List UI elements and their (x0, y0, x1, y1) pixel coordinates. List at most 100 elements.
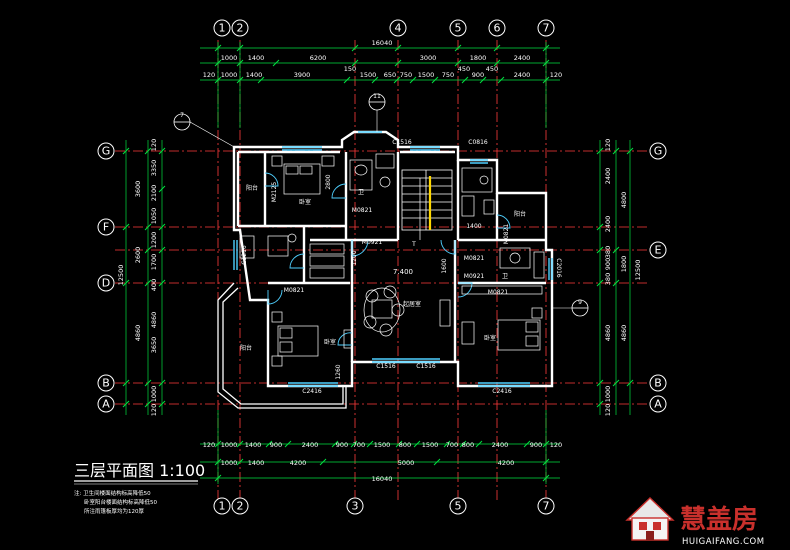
dim-label: 1260 (335, 364, 342, 379)
axis-label-right-A: A (654, 398, 662, 411)
door-label: M0921 (464, 273, 485, 280)
dim-top-r2: 1000 (221, 71, 238, 79)
dim-top-r2: 1500 (360, 71, 377, 79)
dim-left-inner: 2100 (150, 185, 158, 202)
dim-right-inner: 1000 (604, 386, 612, 403)
room-label-balcony-left: 阳台 (240, 344, 252, 352)
dim-top-r1: 1000 (221, 54, 238, 62)
room-label-bath-left: 卫 (358, 189, 364, 196)
room-labels: 卧室 卧室 卧室 起居室 卫 卫 阳台 阳台 阳台 (240, 184, 526, 352)
window-label: C1516 (416, 363, 436, 370)
door-label: M0821 (464, 255, 485, 262)
dim-left-inner: 3650 (150, 337, 158, 354)
dim-left-inner: 1000 (150, 386, 158, 403)
dim-bottom-r1: 1500 (422, 441, 439, 449)
dim-right-inner: 900 (604, 258, 612, 270)
door-label: M0821 (284, 287, 305, 294)
dim-bottom-r1: 800 (399, 441, 411, 449)
dim-bottom-r1: 700 (353, 441, 365, 449)
exterior-walls (232, 130, 554, 388)
axis-label-right-B: B (654, 377, 662, 390)
dim-bottom-r1: 2400 (302, 441, 319, 449)
dim-left-inner: 1700 (150, 254, 158, 271)
dim-top-r1: 6200 (310, 54, 327, 62)
dim-right-inner: 1800 (620, 256, 628, 273)
dim-left-inner: 400 (150, 279, 158, 291)
callout-11-label: 11 (373, 93, 381, 100)
dim-bottom-r1: 1500 (374, 441, 391, 449)
dim-right-inner: 380 (604, 246, 612, 258)
room-label-bath-right: 卫 (502, 273, 508, 280)
dim-left-inner: 3350 (150, 160, 158, 177)
dim-right-inner: 380 (604, 273, 612, 285)
door-label: M0921 (362, 239, 383, 246)
dim-left-outer: 3600 (134, 181, 142, 198)
dim-left-outer: 2600 (134, 247, 142, 264)
dim-bottom-total: 16040 (372, 475, 393, 483)
dim-top-r2: 3900 (294, 71, 311, 79)
dim-left-inner: 1050 (150, 208, 158, 225)
door-label: M0821 (488, 289, 509, 296)
bay-balcony-left (217, 282, 347, 409)
dim-bottom-r2: 1000 (221, 459, 238, 467)
dim-bottom-r1: 900 (270, 441, 282, 449)
detail-callouts: 7 11 9 (173, 93, 589, 317)
dim-bottom-r1: 900 (336, 441, 348, 449)
room-label-master: 卧室 (299, 198, 311, 206)
dim-top-r2: 2400 (514, 71, 531, 79)
window-label: C1516 (392, 139, 412, 146)
door-label: M0821 (352, 207, 373, 214)
axis-label-bottom-5: 5 (455, 500, 462, 513)
room-label-balcony-right: 阳台 (514, 210, 526, 218)
dim-bottom-r1: 120 (550, 441, 562, 449)
room-label-third: 卧室 (484, 334, 496, 342)
room-label-balcony-top: 阳台 (246, 184, 258, 192)
axis-label-left-A: A (102, 398, 110, 411)
dim-left-inner: 4860 (150, 312, 158, 329)
axis-label-right-E: E (655, 244, 662, 257)
title-block: 三层平面图 1:100 注: 卫生间楼面结构标高降低50 卧室阳台楼面结构标高降… (74, 461, 205, 515)
dim-bottom-r2: 4200 (290, 459, 307, 467)
dim-bottom-r1: 800 (462, 441, 474, 449)
windows (233, 131, 553, 387)
dimension-lines (125, 42, 631, 484)
door-label: M0821 (503, 224, 510, 245)
axis-label-bottom-1: 1 (219, 500, 226, 513)
dim-left-inner: 120 (150, 404, 158, 416)
dim-top-r2: 450 (458, 65, 470, 73)
room-label-hall: 起居室 (403, 300, 421, 308)
dim-top-r2: 120 (550, 71, 562, 79)
elevation-label: 7.400 (393, 268, 413, 276)
dim-bottom-r1: 1400 (245, 441, 262, 449)
axis-label-top-7: 7 (543, 22, 550, 35)
axis-label-top-1: 1 (219, 22, 226, 35)
dim-top-r2: 1400 (246, 71, 263, 79)
dim-right-inner: 120 (604, 404, 612, 416)
axis-bubbles-top (213, 19, 555, 37)
axis-label-top-5: 5 (455, 22, 462, 35)
stair-direction-label: T (411, 241, 416, 248)
dim-label: 1200 (351, 250, 358, 265)
dim-top-r1: 1800 (470, 54, 487, 62)
dim-bottom-r1: 2400 (492, 441, 509, 449)
dim-top-r1: 1400 (248, 54, 265, 62)
dim-bottom-r2: 5000 (398, 459, 415, 467)
dim-right-outer: 4860 (620, 325, 628, 342)
dim-right-outer: 4800 (620, 192, 628, 209)
callout-9-label: 9 (578, 299, 582, 306)
axis-label-left-D: D (102, 277, 110, 290)
axis-label-left-G: G (102, 145, 111, 158)
axis-label-top-4: 4 (395, 22, 402, 35)
dim-bottom-r1: 700 (446, 441, 458, 449)
dim-left-inner: 1200 (150, 232, 158, 249)
brand-watermark: 慧盖房 HUIGAIFANG.COM (625, 497, 764, 547)
dimension-text-vertical: 3600 2600 12500 4860 120 3350 2100 1050 … (117, 139, 642, 416)
dim-left-outer: 4860 (134, 325, 142, 342)
element-labels: 7.400 C1516 C1516 C1516 C2416 C2416 C081… (241, 139, 562, 395)
dim-top-r2: 450 (486, 65, 498, 73)
axis-bubbles-right (649, 142, 667, 413)
axis-labels: 1 2 4 5 6 7 1 2 3 5 7 G F D B A G E B A (102, 22, 663, 513)
dim-top-total: 16040 (372, 39, 393, 47)
window-label: C1216 (241, 245, 248, 265)
window-label: C1516 (376, 363, 396, 370)
